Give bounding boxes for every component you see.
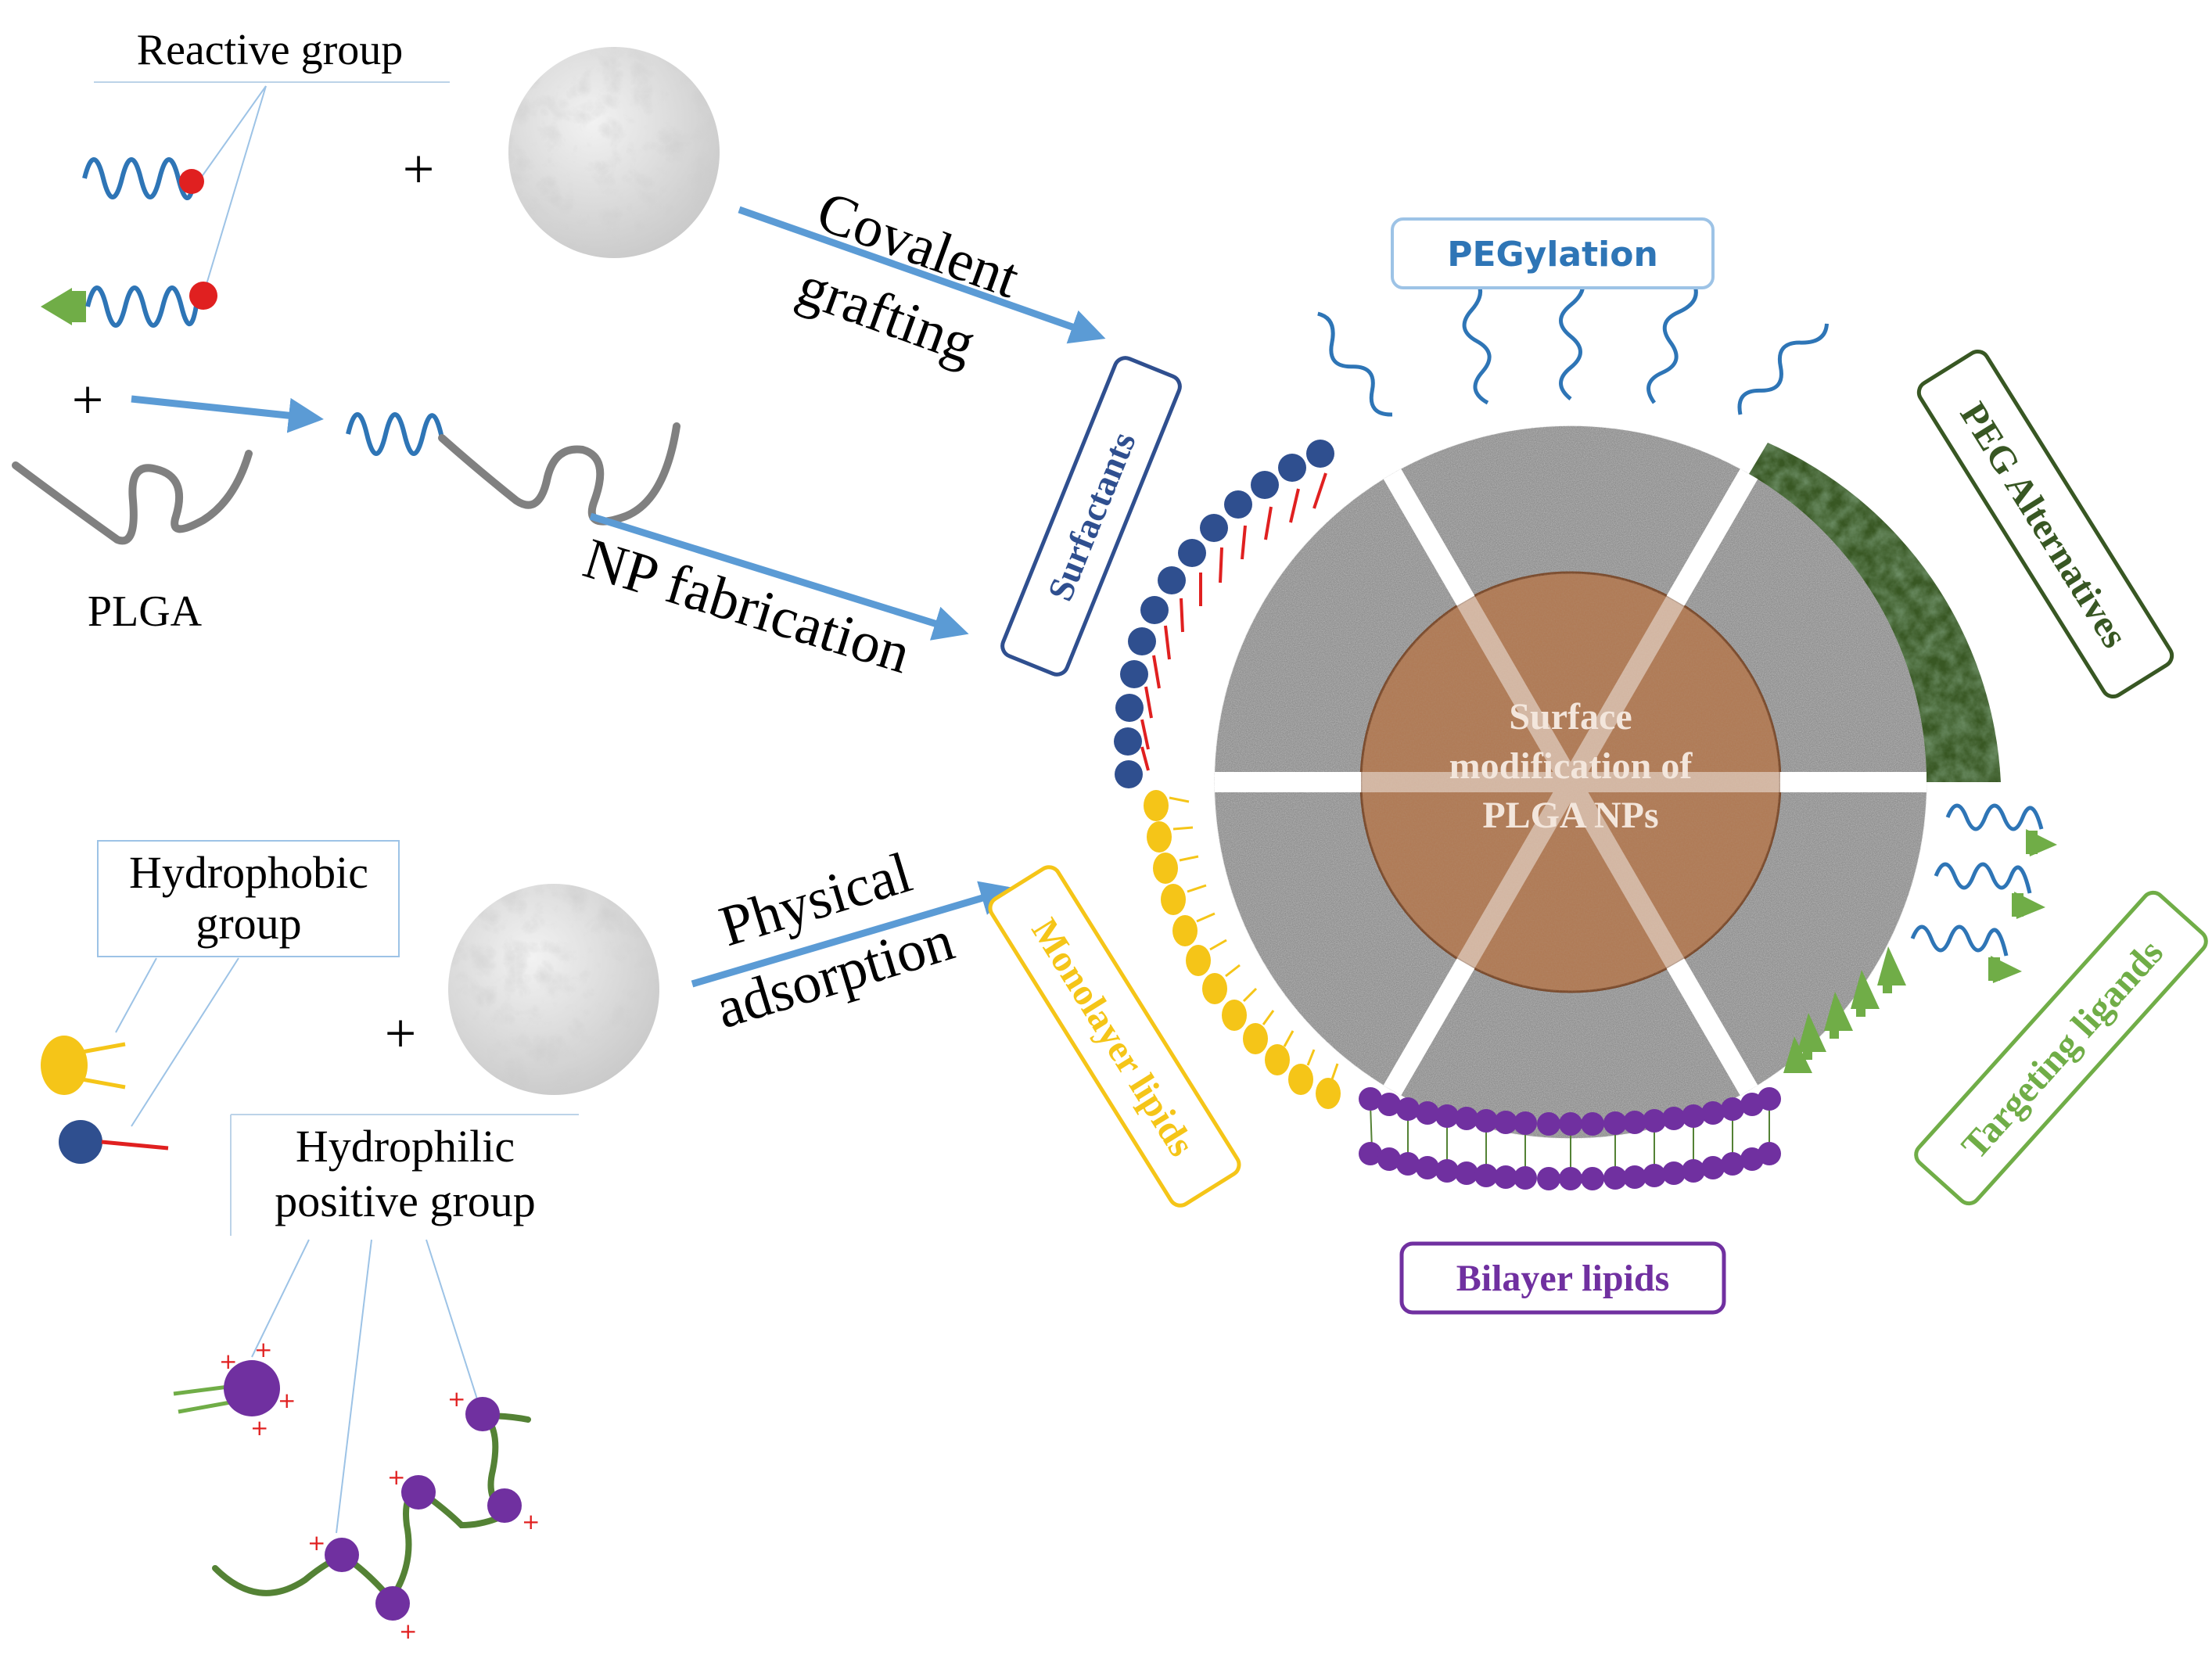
surfactants-badge: Surfactants [1000,356,1182,677]
center-label-line-1: Surface [1509,696,1632,738]
pegylation-label: PEGylation [1447,235,1658,275]
svg-text:+: + [399,1618,417,1644]
surfactant-molecule [59,1120,169,1164]
reactive-group-dot [179,169,204,194]
cationic-polymer: + + + + + [212,1386,540,1644]
plga-core [1359,571,1782,993]
targeting-ligands-badge: Targeting ligands [1914,890,2208,1206]
reactive-group-label: Reactive group [137,26,404,74]
plus-sign: + [72,368,104,431]
pegylation-badge: PEGylation [1391,217,1715,289]
peg-chain [82,157,196,200]
center-label-line-3: PLGA NPs [1482,795,1658,836]
reactive-group-callout: Reactive group [94,26,450,290]
hydrophobic-group-callout: Hydrophobic group [97,840,400,1127]
svg-text:+: + [307,1530,325,1556]
plga-nanoparticle-sphere-top [508,47,720,258]
svg-text:+: + [278,1388,296,1413]
monolayer-lipid-molecule [41,1036,126,1095]
svg-text:+: + [219,1348,237,1374]
peg-chain-with-ligand-and-reactive-group [41,282,217,328]
callout-line-2 [204,85,267,290]
physical-adsorption-arrow [691,881,1016,988]
svg-text:+: + [522,1509,540,1535]
plga-polymer-chain [12,450,253,545]
targeting-ligand-layer [1783,803,2057,1073]
peg-chains [1317,272,1830,417]
bilayer-lipid-layer [1359,1087,1781,1190]
bilayer-lipids-badge: Bilayer lipids [1399,1241,1726,1315]
surfactant-layer [1114,440,1334,788]
np-fabrication-label: NP fabrication [576,526,917,686]
reactive-group-dot [189,282,217,310]
ligand-arrow-icon [41,288,72,325]
svg-text:+: + [447,1386,465,1412]
monolayer-lipids-label: Monolayer lipids [1023,911,1202,1163]
callout-line-1 [199,85,267,181]
hydrophilic-label-line-1: Hydrophilic [296,1121,515,1172]
peg-chain [85,285,199,328]
arrow [131,395,324,433]
np-fabrication-arrow [589,512,969,641]
plga-label: PLGA [88,587,203,636]
bilayer-lipids-label: Bilayer lipids [1456,1258,1670,1299]
svg-text:+: + [387,1464,405,1490]
cationic-lipid-molecule: + + + + [173,1337,296,1441]
plga-nanoparticle-sphere-bottom [448,884,659,1095]
monolayer-lipid-layer [1144,790,1341,1109]
plga-peg-copolymer [346,412,680,526]
hydrophobic-label-line-1: Hydrophobic [129,847,368,898]
center-label: Surface modification of PLGA NPs [1449,696,1693,836]
hydrophilic-label-line-2: positive group [275,1176,535,1226]
covalent-grafting-arrow [738,206,1106,344]
targeting-ligands-label: Targeting ligands [1954,932,2171,1167]
plus-sign: + [385,1002,417,1064]
monolayer-lipids-badge: Monolayer lipids [988,865,1241,1208]
center-label-line-2: modification of [1449,745,1693,787]
hydrophilic-group-callout: Hydrophilic positive group [230,1114,579,1534]
peg-chain-with-reactive-group [82,157,204,200]
svg-text:+: + [254,1337,272,1362]
hydrophobic-label-line-2: group [196,898,301,949]
svg-text:+: + [250,1415,268,1441]
peg-alternatives-label: PEG Alternatives [1952,395,2135,655]
plus-sign: + [403,138,435,200]
